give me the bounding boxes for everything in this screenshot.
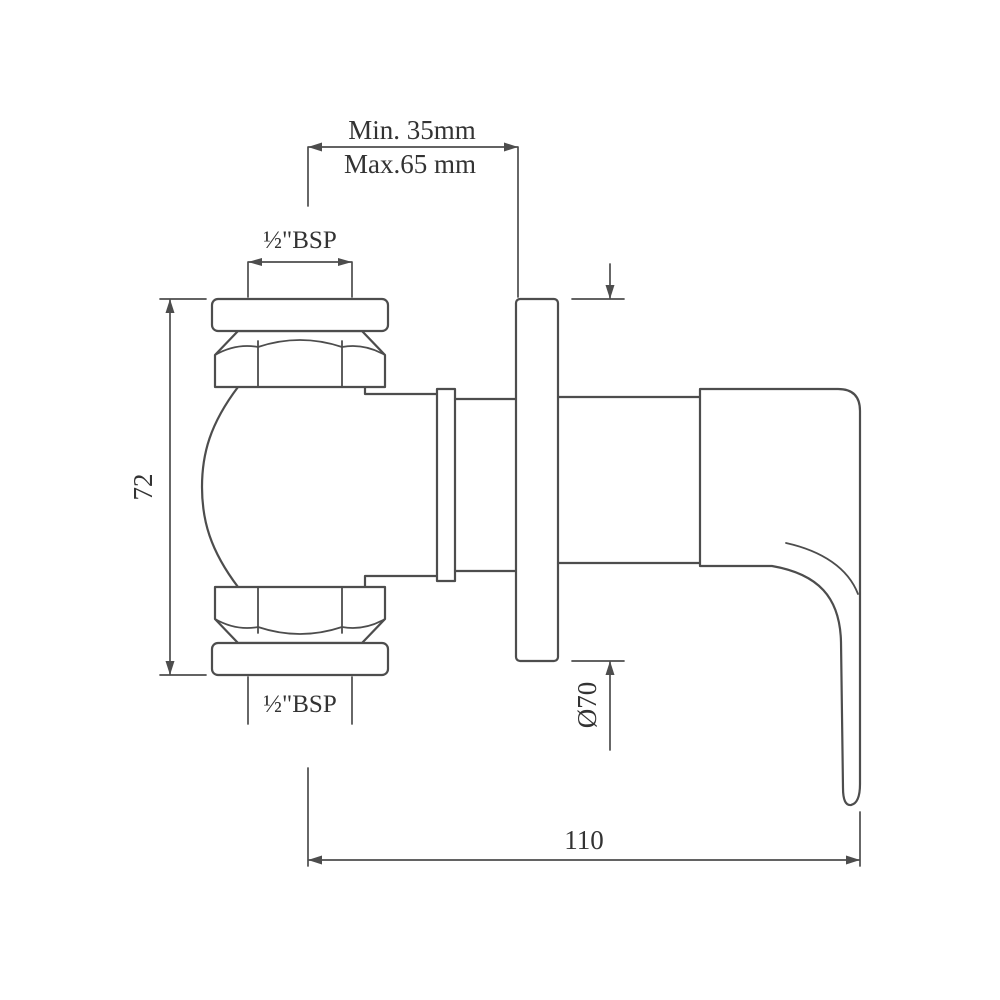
top-cap	[210, 297, 390, 333]
max-depth-label: Max.65 mm	[344, 149, 476, 179]
valve-body	[200, 385, 240, 589]
arrow-bsp-left	[248, 258, 262, 266]
dim-bsp-bottom-lines	[247, 676, 353, 725]
arrow-minmax-left	[308, 142, 322, 152]
pipe-collar	[435, 387, 457, 583]
lever-accent-curve	[785, 542, 859, 595]
arrow-72-down	[165, 661, 175, 675]
bottom-cap	[210, 641, 390, 677]
bottom-hex-nut-chamfer	[214, 618, 386, 635]
dimension-arrowheads	[165, 142, 860, 865]
flange-diameter-label: Ø70	[572, 682, 602, 729]
dimension-lines	[159, 146, 861, 867]
dimension-labels: Min. 35mm Max.65 mm ½"BSP ½"BSP 72 Ø70 1…	[128, 115, 604, 855]
dim-bsp-top-lines	[247, 261, 353, 298]
arrow-72-up	[165, 299, 175, 313]
body-height-label: 72	[128, 474, 158, 501]
dim-minmax-lines	[307, 146, 519, 298]
bottom-hex-nut-facets	[257, 586, 343, 634]
wall-flange	[514, 297, 560, 663]
arrow-bsp-right	[338, 258, 352, 266]
dim-110-lines	[307, 767, 861, 867]
wall-pipe	[556, 395, 702, 565]
bottom-thread-label: ½"BSP	[263, 691, 336, 718]
dim-diameter-lines	[571, 263, 625, 751]
top-thread-label: ½"BSP	[263, 227, 336, 254]
arrow-diameter-up	[605, 661, 615, 675]
outlet-pipe-outer	[453, 397, 518, 573]
arrow-110-right	[846, 855, 860, 865]
top-hex-nut-facets	[257, 340, 343, 388]
outlet-pipe-inner	[363, 385, 439, 589]
arrow-diameter-down	[605, 285, 615, 299]
handle-body-and-lever	[698, 387, 862, 807]
top-hex-nut-chamfer	[214, 339, 386, 356]
valve-geometry	[200, 297, 862, 807]
overall-length-label: 110	[564, 825, 604, 855]
arrow-minmax-right	[504, 142, 518, 152]
arrow-110-left	[308, 855, 322, 865]
min-depth-label: Min. 35mm	[348, 115, 476, 145]
dim-72-lines	[159, 298, 207, 676]
